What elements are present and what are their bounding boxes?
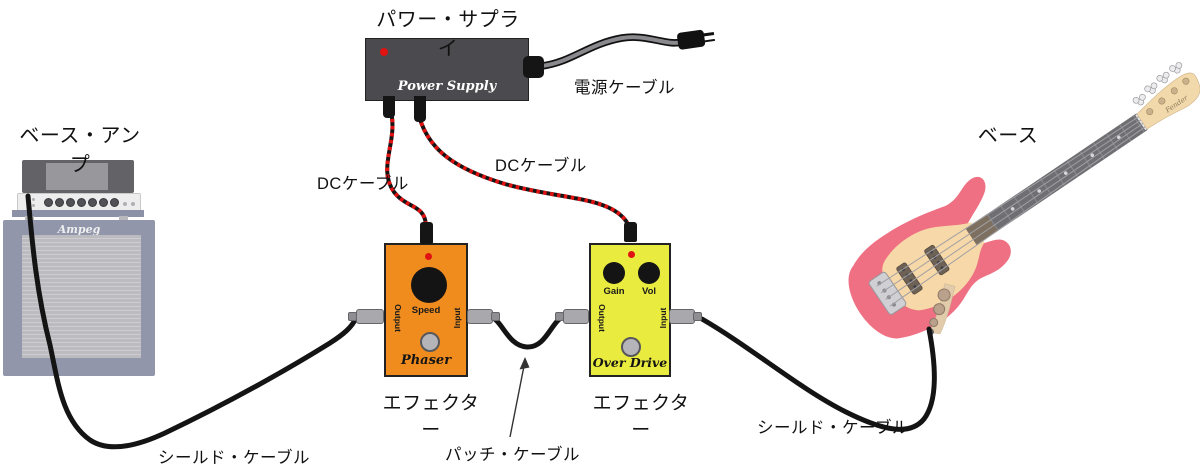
phaser-input-plug-tip xyxy=(491,312,500,321)
psu-dc-jack xyxy=(383,96,395,118)
phaser-input-plug xyxy=(467,309,493,324)
shield-cable-left-label: シールド・ケーブル xyxy=(158,449,311,467)
gain-knob[interactable] xyxy=(603,262,625,284)
dc-cable-left-twist xyxy=(385,111,428,227)
phaser-dc-plug xyxy=(420,222,433,244)
effector-left-label: エフェクター xyxy=(382,393,480,441)
bass-nut xyxy=(1135,113,1148,131)
bass-pickguard xyxy=(882,222,985,311)
overdrive-pedal: Gain Vol Over Drive Output Input xyxy=(589,243,671,377)
overdrive-input-label: Input xyxy=(658,307,668,329)
power-supply-nameplate: Power Supply xyxy=(397,79,497,94)
amp-knob xyxy=(110,197,119,207)
bass-pickup xyxy=(896,262,923,295)
bass-tuner-keys xyxy=(1132,62,1183,106)
bass-label: ベース xyxy=(977,125,1039,147)
shield-cable-right-label: シールド・ケーブル xyxy=(757,419,910,437)
amp-knob xyxy=(66,197,75,207)
overdrive-input-plug xyxy=(669,309,695,324)
phaser-led xyxy=(425,253,432,260)
power-cable-outline xyxy=(538,33,686,70)
bass-bridge xyxy=(868,271,907,315)
amp-switch xyxy=(123,202,127,206)
amp-input-jack-dot xyxy=(32,198,35,201)
amp-knob xyxy=(44,197,53,207)
power-supply-unit: Power Supply xyxy=(365,38,529,101)
patch-arrow-line xyxy=(509,365,525,438)
patch-cable-label: パッチ・ケーブル xyxy=(445,446,581,464)
ac-plug xyxy=(676,27,724,57)
phaser-name: Phaser xyxy=(400,353,452,368)
amp-head-inset xyxy=(46,163,108,190)
ac-plug-prong xyxy=(703,38,716,43)
bass-control-plate xyxy=(929,283,956,335)
amp-switch xyxy=(131,202,135,206)
bass-tuner-posts xyxy=(1146,77,1190,116)
bass-pickup xyxy=(924,244,950,276)
effector-right-label: エフェクター xyxy=(592,393,690,441)
overdrive-name: Over Drive xyxy=(592,355,668,370)
power-cable xyxy=(540,35,684,68)
amp-knob xyxy=(55,197,64,207)
power-led xyxy=(380,48,388,56)
psu-ac-connector xyxy=(523,56,544,78)
bass-headstock xyxy=(1136,72,1200,130)
bass-knob xyxy=(937,288,951,302)
bass-knob xyxy=(929,317,939,327)
patch-arrow-head xyxy=(519,357,530,370)
phaser-input-label: Input xyxy=(452,307,462,329)
overdrive-output-label: Output xyxy=(597,304,607,332)
amp-knob xyxy=(77,197,86,207)
amp-input-jack-dot xyxy=(32,204,35,207)
power-supply-label: パワー・サプライ xyxy=(376,9,520,60)
vol-knob[interactable] xyxy=(638,262,660,284)
ac-plug-body xyxy=(676,29,706,51)
shield-cable-right xyxy=(699,316,937,432)
overdrive-output-plug xyxy=(563,309,589,324)
amp-knob xyxy=(99,197,108,207)
ac-plug-prong xyxy=(702,31,715,37)
bass-output-jack xyxy=(926,328,934,336)
amp-knob xyxy=(88,197,97,207)
bass-headstock-logo: Fender xyxy=(1163,94,1190,116)
phaser-footswitch[interactable] xyxy=(420,332,440,352)
amp-speaker-grill xyxy=(22,235,141,358)
vol-knob-label: Vol xyxy=(641,286,657,297)
overdrive-dc-plug xyxy=(624,222,637,242)
phaser-output-label: Output xyxy=(393,304,403,332)
overdrive-footswitch[interactable] xyxy=(621,337,641,357)
bass-guitar: Fender xyxy=(848,62,1200,339)
dc-cable-left-label: DCケーブル xyxy=(317,175,409,193)
bass-neck-heel xyxy=(965,214,999,246)
phaser-pedal: Speed Phaser Output Input xyxy=(384,243,468,377)
bass-knob xyxy=(933,303,946,316)
dc-cable-left xyxy=(385,110,428,228)
speed-knob-label: Speed xyxy=(411,305,441,316)
amp-cabinet: Ampeg xyxy=(3,220,155,376)
gain-knob-label: Gain xyxy=(603,286,625,297)
phaser-output-plug xyxy=(356,309,384,324)
bass-amp-label: ベース・アンプ xyxy=(19,125,141,176)
overdrive-input-plug-tip xyxy=(693,312,702,321)
speed-knob[interactable] xyxy=(411,267,447,303)
psu-dc-jack xyxy=(414,96,426,122)
dc-cable-right-label: DCケーブル xyxy=(495,157,587,175)
power-cable-label: 電源ケーブル xyxy=(574,79,676,97)
overdrive-led xyxy=(628,251,635,258)
bass-body xyxy=(848,176,1011,339)
